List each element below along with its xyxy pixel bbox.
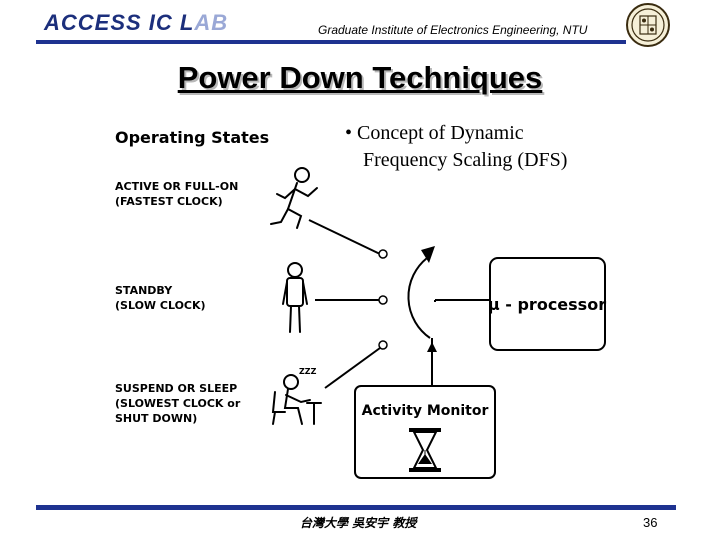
slide-title: Power Down Techniques (0, 60, 720, 96)
sleep-zzz-mark: ZZZ (299, 367, 317, 376)
lab-logo-faded: AB (194, 10, 228, 35)
state-standby-line2: (SLOW CLOCK) (115, 299, 206, 312)
selector-arc (408, 258, 430, 338)
footer-divider (36, 505, 676, 510)
sleeping-person-icon (273, 375, 321, 424)
state-sleep-line3: SHUT DOWN) (115, 412, 197, 425)
lab-logo: ACCESS IC LAB (44, 10, 228, 36)
processor-label: µ - processor (488, 295, 606, 314)
footer-author: 台灣大學 吳安宇 教授 (300, 514, 416, 531)
activity-monitor-label: Activity Monitor (362, 403, 489, 419)
state-standby-line1: STANDBY (115, 284, 173, 297)
monitor-arrowhead (427, 342, 437, 352)
state-sleep-line2: (SLOWEST CLOCK or (115, 397, 241, 410)
running-person-icon (271, 168, 317, 228)
dfs-diagram: Operating States ACTIVE OR FULL-ON (FAST… (105, 116, 625, 486)
institute-name: Graduate Institute of Electronics Engine… (318, 23, 587, 37)
active-contact-line (309, 220, 380, 254)
state-sleep-line1: SUSPEND OR SLEEP (115, 382, 237, 395)
header-divider (36, 40, 626, 44)
page-number: 36 (643, 515, 657, 530)
lab-logo-main: ACCESS IC L (44, 10, 194, 35)
standby-contact-terminal (379, 296, 387, 304)
active-contact-terminal (379, 250, 387, 258)
sleep-contact-terminal (379, 341, 387, 349)
sleep-contact-line (325, 348, 380, 388)
standing-person-icon (283, 263, 307, 332)
state-active-line2: (FASTEST CLOCK) (115, 195, 223, 208)
operating-states-heading: Operating States (115, 128, 269, 147)
state-active-line1: ACTIVE OR FULL-ON (115, 180, 238, 193)
university-seal-icon (625, 2, 671, 48)
